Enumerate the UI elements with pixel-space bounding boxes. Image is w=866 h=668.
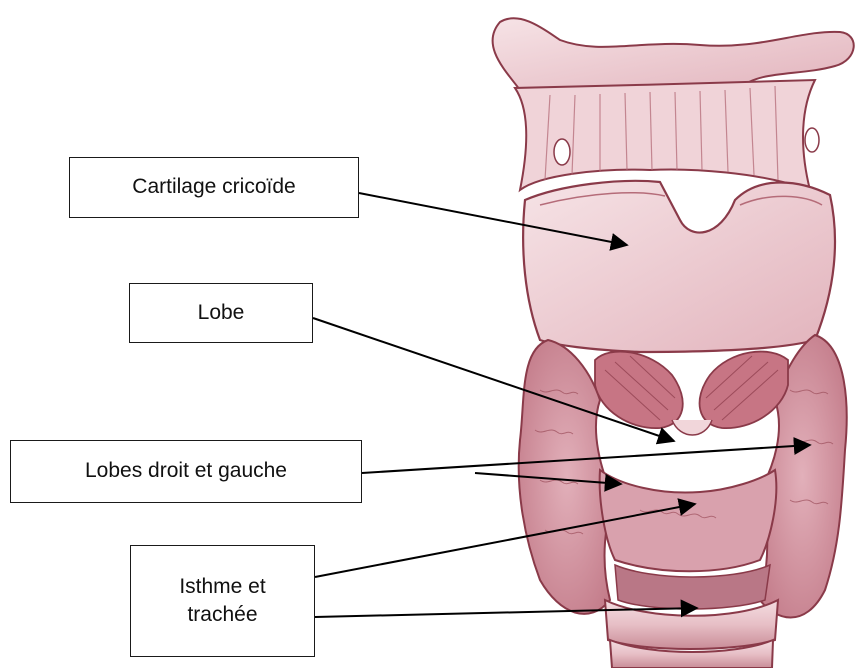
label-cartilage-cricoide: Cartilage cricoïde [69,157,359,218]
thyroid-gland [519,335,847,618]
label-text: Cartilage cricoïde [132,173,295,201]
hyoid-bone [493,18,854,90]
label-lobe: Lobe [129,283,313,343]
thyrohyoid-membrane [515,80,819,190]
label-text: Lobes droit et gauche [85,457,287,485]
label-text: Lobe [198,299,245,327]
trachea [605,565,778,668]
isthmus [600,470,777,571]
label-isthme-trachee: Isthme et trachée [130,545,315,657]
label-lobes-droit-gauche: Lobes droit et gauche [10,440,362,503]
label-text-line1: Isthme et [179,573,265,601]
label-text-line2: trachée [179,601,265,629]
cricothyroid-muscles [595,352,788,435]
thyroid-cartilage [523,181,835,352]
